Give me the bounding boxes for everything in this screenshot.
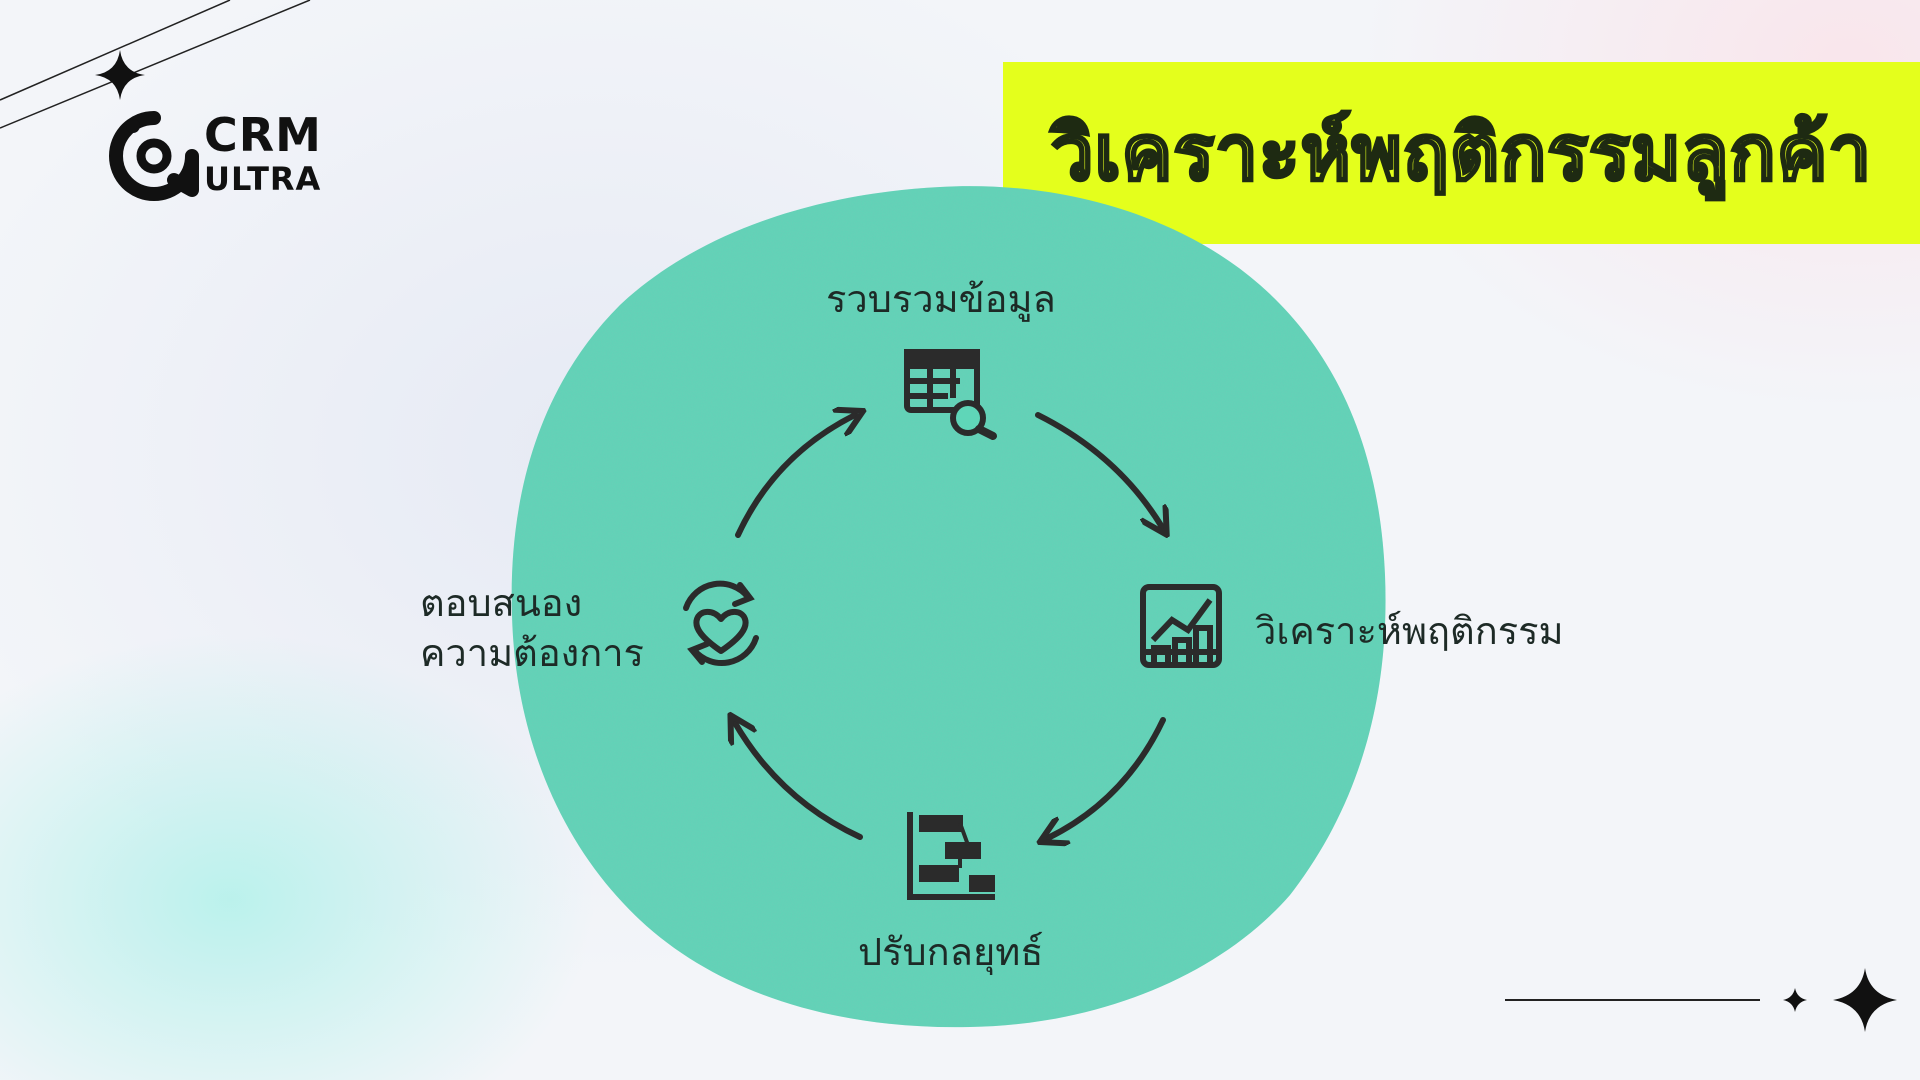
heart-refresh-icon — [683, 580, 759, 666]
page-title: วิเคราะห์พฤติกรรมลูกค้า — [1049, 107, 1873, 199]
cycle-label-respond-line1: ตอบสนอง — [420, 581, 583, 625]
table-search-icon — [904, 349, 997, 440]
sparkle-icon — [1833, 968, 1897, 1032]
decor-line-top-2 — [0, 0, 311, 129]
gantt-chart-icon — [907, 812, 995, 900]
cycle-label-respond: ตอบสนอง ความต้องการ — [420, 578, 644, 678]
bar-chart-icon — [1140, 584, 1222, 668]
cycle-label-collect: รวบรวมข้อมูล — [826, 277, 1056, 321]
arrow-top-left — [735, 415, 855, 538]
logo-mark-icon — [109, 111, 199, 201]
title-banner: วิเคราะห์พฤติกรรมลูกค้า — [1003, 62, 1920, 244]
arrow-bottom-right — [1048, 717, 1166, 838]
logo-text-crm: CRM — [204, 108, 322, 162]
decor-line-top-1 — [0, 0, 231, 101]
logo-text-ultra: ULTRA — [204, 160, 322, 198]
sparkle-icon — [95, 50, 145, 100]
arrow-bottom-left — [735, 723, 863, 840]
arrow-top-right — [1035, 412, 1162, 527]
sparkle-icon — [1783, 988, 1807, 1012]
brand-logo: CRM ULTRA — [108, 108, 338, 202]
cycle-label-analyze: วิเคราะห์พฤติกรรม — [1255, 609, 1564, 653]
cycle-label-respond-line2: ความต้องการ — [420, 631, 644, 676]
watercolor-blob — [511, 186, 1386, 1028]
cycle-label-strategy: ปรับกลยุทธ์ — [858, 930, 1044, 974]
